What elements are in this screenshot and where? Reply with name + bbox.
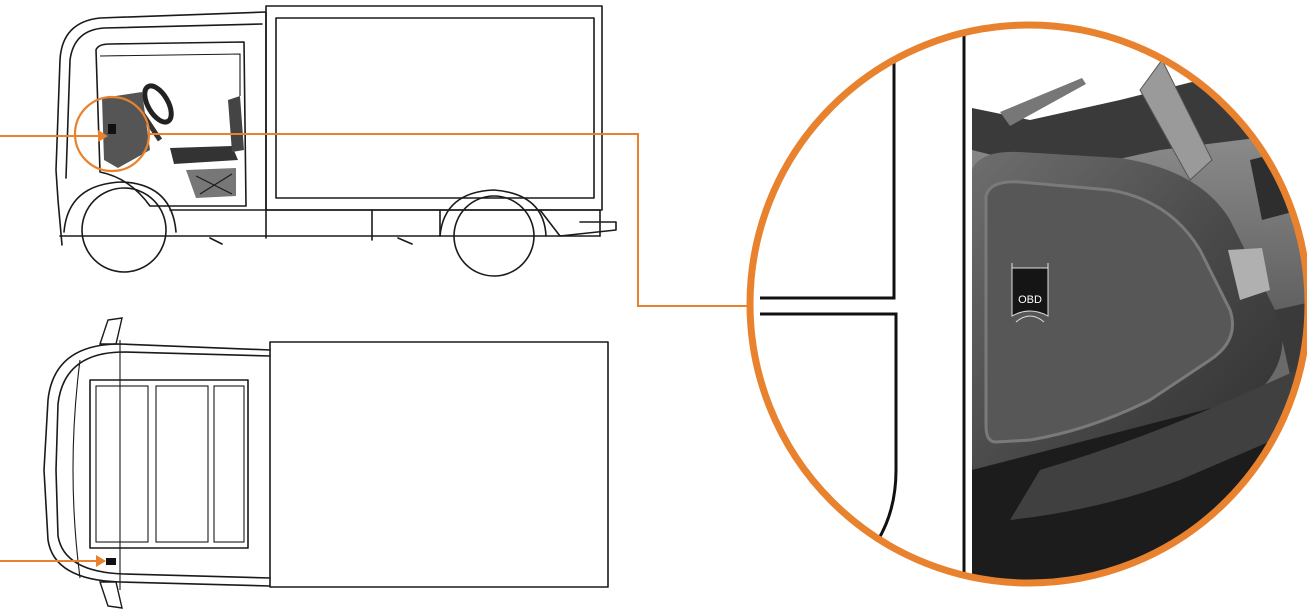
obd-label: OBD [1018, 294, 1042, 306]
zoom-ring [746, 21, 1307, 587]
obd-connector-icon: OBD [1011, 263, 1049, 323]
truck-side-view [55, 5, 617, 277]
seat [170, 96, 244, 198]
truck-top-view [43, 317, 609, 609]
dashboard-render [972, 59, 1307, 583]
zoom-detail: OBD [746, 21, 1307, 587]
callout-lines [0, 95, 752, 567]
obd-marker-top [106, 558, 116, 565]
